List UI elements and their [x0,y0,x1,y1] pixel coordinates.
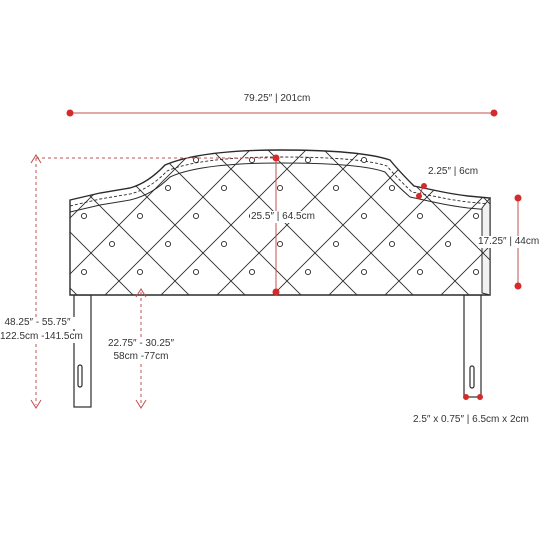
tuft-button [220,184,228,192]
tuft-button [388,184,396,192]
tuft-button [416,268,424,276]
tuft-button [304,156,312,164]
tuft-seam [0,130,46,320]
tuft-button [333,297,338,302]
tuft-button [472,156,480,164]
tuft-button [332,184,340,192]
tuft-button [25,269,30,274]
leg-height-inches-label: 22.75″ - 30.25″ [102,338,180,350]
leg-size-left-dot [463,394,469,400]
tuft-button [304,268,312,276]
headboard-legs [73,294,482,408]
tuft-button [136,212,144,220]
left-leg [73,294,92,408]
panel-depth-bottom-dot [416,193,422,199]
leg-height-cm-label: 58cm -77cm [102,351,180,363]
tuft-button [416,212,424,220]
tuft-button [501,297,506,302]
tuft-button [192,212,200,220]
tufted-height-bottom-dot [272,288,280,296]
leg-size-right-dot [477,394,483,400]
tuft-button [501,185,506,190]
tuft-button [221,297,226,302]
total-height-bottom-arrow [30,399,42,409]
tuft-button [360,212,368,220]
tuft-button [80,212,88,220]
tuft-button [165,297,170,302]
tuft-seam [79,150,271,295]
tuft-seam [70,150,103,295]
leg-height-bottom-arrow [135,399,147,409]
headboard-stitch-line [69,156,491,207]
tuft-button [276,240,284,248]
side-height-bottom-dot [514,282,522,290]
tuft-button [389,297,394,302]
tuft-seam [70,150,159,295]
tuft-button [332,240,340,248]
tuft-seam [528,130,550,320]
tuft-button [445,297,450,302]
tuft-button [164,240,172,248]
tuft-button [136,268,144,276]
width-left-dot [66,109,74,117]
tuft-button [80,268,88,276]
side-height-top-dot [514,194,522,202]
tuft-button [360,268,368,276]
tuft-seam [191,150,383,295]
panel-depth-label: 2.25″ | 6cm [428,166,479,177]
tuft-button [444,240,452,248]
leg-height-top-arrow [135,288,147,298]
tuft-button [388,240,396,248]
tuft-button [472,268,480,276]
tuft-button [192,156,200,164]
tuft-button [248,268,256,276]
total-height-top-arrow [30,154,42,164]
leg-size-label: 2.5″ x 0.75″ | 6.5cm x 2cm [413,414,529,425]
tuft-button [276,184,284,192]
tuft-button [108,184,116,192]
tuft-seam [415,150,490,295]
tuft-button [25,213,30,218]
side-height-label: 17.25″ | 44cm [478,236,540,248]
tuft-seam [70,150,215,295]
tuft-button [53,297,58,302]
tufted-height-top-dot [272,154,280,162]
total-height-cm-label: 122.5cm -141.5cm [0,331,83,343]
tuft-seam [0,130,46,320]
tuft-button [472,212,480,220]
headboard-front-edge [69,162,491,213]
total-height-inches-label: 48.25″ - 55.75″ [0,317,75,329]
tuft-seam [528,130,550,320]
tuft-button [25,157,30,162]
right-leg-slot [469,365,475,389]
tuft-button [248,156,256,164]
tuft-button [277,297,282,302]
panel-depth-top-dot [421,183,427,189]
tuft-button [53,241,58,246]
tuft-button [416,156,424,164]
tuft-button [108,240,116,248]
tuft-button [53,185,58,190]
tuft-button [109,297,114,302]
tuft-seam [135,150,327,295]
tufted-height-label: 25.5″ | 64.5cm [250,211,316,223]
width-right-dot [490,109,498,117]
width-label: 79.25″ | 201cm [243,93,311,104]
tuft-button [444,184,452,192]
tuft-button [360,156,368,164]
tuft-button [220,240,228,248]
tuft-seam [359,150,490,295]
tuft-button [192,268,200,276]
tuft-button [164,184,172,192]
left-leg-slot [77,364,83,388]
